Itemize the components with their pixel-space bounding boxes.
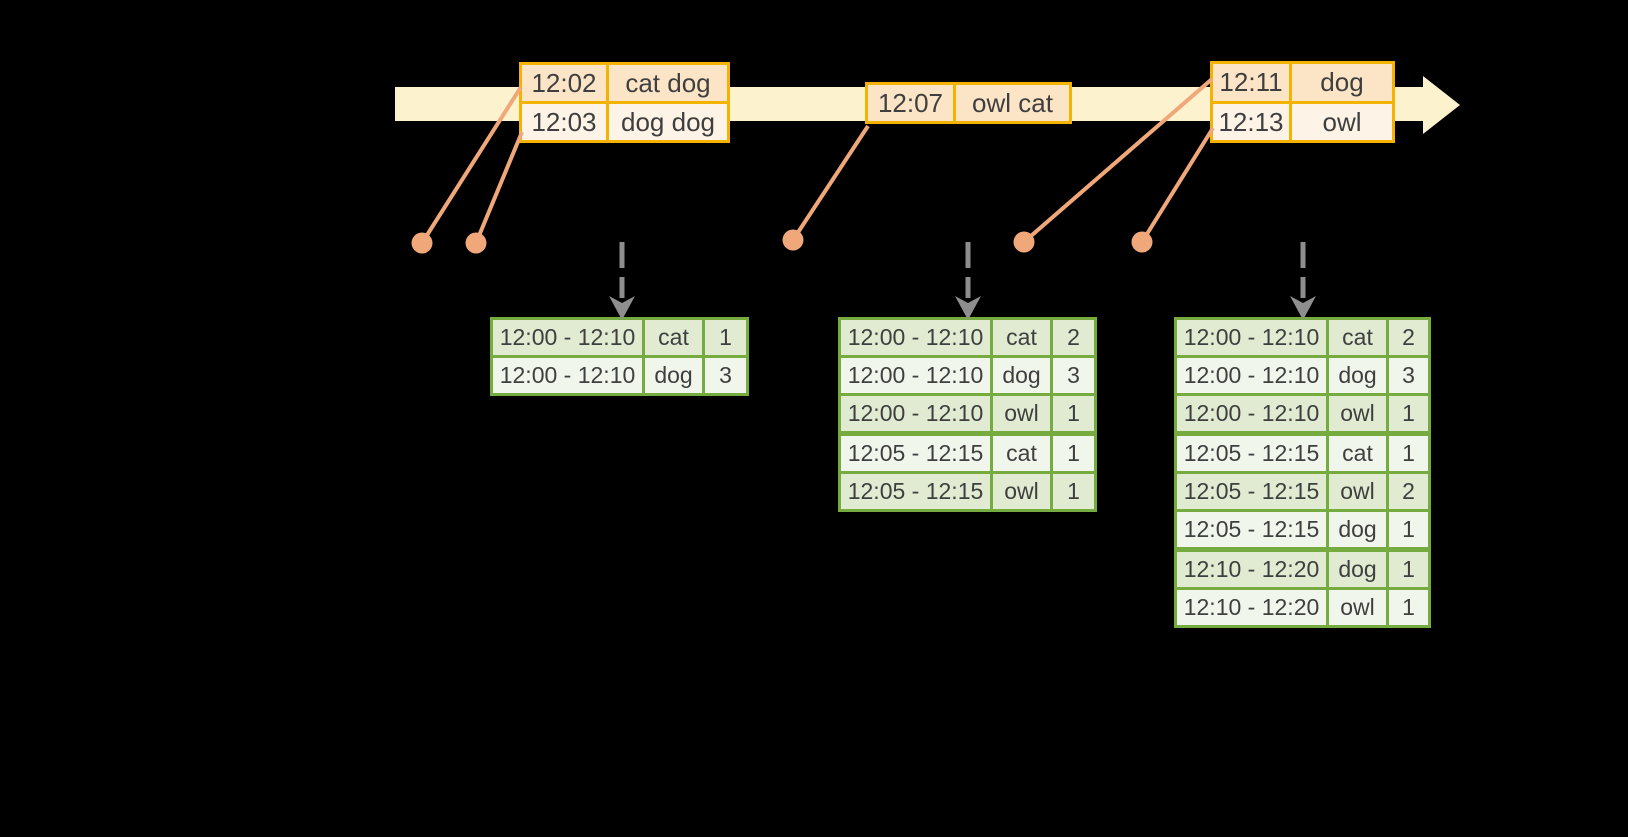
count-cell: 1 bbox=[1389, 436, 1428, 471]
word-cell: owl bbox=[993, 396, 1050, 431]
word-cell: owl bbox=[1329, 474, 1386, 509]
window-cell: 12:00 - 12:10 bbox=[1177, 396, 1326, 431]
word-cell: owl bbox=[993, 474, 1050, 509]
window-cell: 12:05 - 12:15 bbox=[1177, 436, 1326, 471]
count-cell: 2 bbox=[1389, 320, 1428, 355]
event-words-cell: owl bbox=[1292, 103, 1392, 140]
trigger-arrow-icon bbox=[955, 242, 981, 320]
word-cell: dog bbox=[645, 358, 702, 393]
count-cell: 1 bbox=[1389, 590, 1428, 625]
event-dot-icon bbox=[411, 232, 433, 254]
count-cell: 1 bbox=[1053, 436, 1094, 471]
word-cell: dog bbox=[1329, 512, 1386, 547]
count-cell: 3 bbox=[705, 358, 746, 393]
event-time-cell: 12:07 bbox=[868, 85, 953, 121]
window-cell: 12:00 - 12:10 bbox=[841, 396, 990, 431]
count-cell: 3 bbox=[1053, 358, 1094, 393]
count-cell: 1 bbox=[1389, 512, 1428, 547]
window-cell: 12:00 - 12:10 bbox=[1177, 358, 1326, 393]
event-connector-line bbox=[474, 131, 524, 244]
word-cell: dog bbox=[1329, 552, 1386, 587]
word-cell: cat bbox=[645, 320, 702, 355]
window-cell: 12:00 - 12:10 bbox=[493, 358, 642, 393]
event-words-cell: cat dog bbox=[609, 65, 727, 101]
event-words-cell: dog bbox=[1292, 64, 1392, 101]
word-cell: dog bbox=[1329, 358, 1386, 393]
word-cell: cat bbox=[1329, 320, 1386, 355]
window-cell: 12:05 - 12:15 bbox=[1177, 512, 1326, 547]
count-cell: 2 bbox=[1053, 320, 1094, 355]
event-dot-icon bbox=[1131, 231, 1153, 253]
count-cell: 3 bbox=[1389, 358, 1428, 393]
count-cell: 1 bbox=[1389, 552, 1428, 587]
word-cell: owl bbox=[1329, 396, 1386, 431]
event-words-cell: dog dog bbox=[609, 104, 727, 140]
event-connector-line bbox=[791, 124, 870, 242]
event-dot-icon bbox=[782, 229, 804, 251]
window-cell: 12:10 - 12:20 bbox=[1177, 590, 1326, 625]
event-connector-line bbox=[1140, 126, 1215, 244]
word-cell: cat bbox=[993, 436, 1050, 471]
event-time-cell: 12:03 bbox=[522, 104, 606, 140]
event-dot-icon bbox=[465, 232, 487, 254]
count-cell: 1 bbox=[1389, 396, 1428, 431]
timeline-arrowhead-icon bbox=[1423, 76, 1460, 134]
word-cell: cat bbox=[993, 320, 1050, 355]
window-cell: 12:00 - 12:10 bbox=[1177, 320, 1326, 355]
count-cell: 1 bbox=[1053, 396, 1094, 431]
event-time-cell: 12:11 bbox=[1213, 64, 1289, 101]
window-cell: 12:05 - 12:15 bbox=[841, 474, 990, 509]
word-cell: dog bbox=[993, 358, 1050, 393]
word-cell: cat bbox=[1329, 436, 1386, 471]
count-cell: 2 bbox=[1389, 474, 1428, 509]
event-dot-icon bbox=[1013, 231, 1035, 253]
count-cell: 1 bbox=[705, 320, 746, 355]
trigger-arrow-icon bbox=[609, 242, 635, 320]
window-cell: 12:10 - 12:20 bbox=[1177, 552, 1326, 587]
word-cell: owl bbox=[1329, 590, 1386, 625]
window-cell: 12:00 - 12:10 bbox=[493, 320, 642, 355]
window-cell: 12:05 - 12:15 bbox=[841, 436, 990, 471]
window-cell: 12:00 - 12:10 bbox=[841, 320, 990, 355]
window-cell: 12:00 - 12:10 bbox=[841, 358, 990, 393]
window-cell: 12:05 - 12:15 bbox=[1177, 474, 1326, 509]
event-time-cell: 12:02 bbox=[522, 65, 606, 101]
count-cell: 1 bbox=[1053, 474, 1094, 509]
event-words-cell: owl cat bbox=[956, 85, 1069, 121]
trigger-arrow-icon bbox=[1290, 242, 1316, 320]
event-time-cell: 12:13 bbox=[1213, 103, 1289, 140]
